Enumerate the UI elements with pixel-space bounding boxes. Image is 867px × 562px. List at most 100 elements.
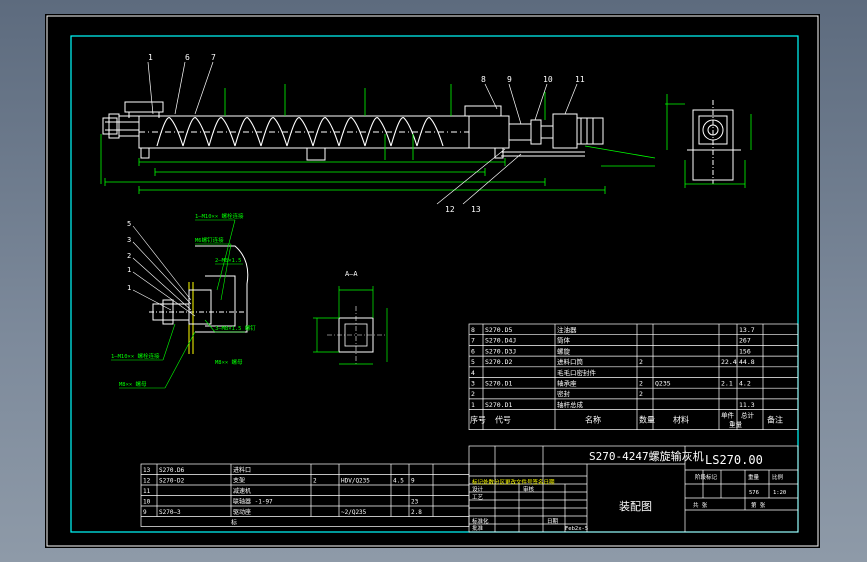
bom-cell: S270.D1 — [485, 380, 512, 388]
right-inlet — [464, 105, 502, 117]
bom-cell: 3 — [471, 380, 475, 388]
coupling — [530, 119, 542, 145]
label-part-8: 8 — [481, 75, 486, 84]
tb-date-value: Feb2x-5 — [565, 526, 588, 532]
bom-cell: S270.D4J — [485, 337, 516, 345]
bom-cell: 5 — [471, 358, 475, 366]
left-bearing — [118, 115, 140, 137]
label-part-12: 12 — [445, 205, 455, 214]
bom2-cell: 13 — [143, 467, 151, 474]
bom-cell: 156 — [739, 347, 751, 355]
bom2-cell: 进料口 — [233, 466, 251, 474]
inner-frame — [70, 35, 799, 533]
label-part-7: 7 — [211, 53, 216, 62]
reducer — [552, 113, 578, 149]
bom2-cell: ~2/Q235 — [341, 509, 367, 516]
end-view-dims — [665, 94, 752, 188]
svg-text:3: 3 — [127, 236, 131, 244]
bom-header-w1: 单件 — [721, 411, 735, 420]
svg-text:5: 5 — [127, 220, 131, 228]
tb-weight: 576 — [749, 490, 759, 496]
bom-cell: 13.7 — [739, 326, 755, 334]
bom-cell: 6 — [471, 347, 475, 355]
svg-text:2: 2 — [127, 252, 131, 260]
left-support — [140, 147, 150, 159]
bom-cell: 密封 — [557, 389, 571, 398]
main-dimensions — [100, 84, 656, 194]
bom2-cell: 减速机 — [233, 487, 251, 495]
svg-text:M8×× 螺母: M8×× 螺母 — [119, 380, 147, 388]
bom-cell: 44.8 — [739, 358, 755, 366]
bom2-cell: 9 — [143, 509, 147, 516]
drawing-sheet: 1 6 7 8 9 10 11 12 13 — [45, 14, 820, 548]
bom-header-name: 名称 — [585, 415, 601, 425]
label-part-1: 1 — [148, 53, 153, 62]
bom-cell: S270.D2 — [485, 358, 512, 366]
main-part-labels: 1 6 7 8 9 10 11 12 13 — [148, 53, 585, 214]
bom2-cell: S270-D2 — [159, 478, 185, 485]
tb-drawing-no: LS270.00 — [705, 453, 763, 467]
bom2-cell: 9 — [411, 478, 415, 485]
bom2-cell: HDV/Q235 — [341, 478, 370, 485]
tb-standard: 标准化 — [472, 517, 489, 525]
bom-cell: 轴杆总成 — [557, 400, 584, 409]
tb-subtitle: 装配图 — [619, 500, 652, 513]
bom2-cell: 支架 — [233, 477, 245, 485]
bom-cell: 8 — [471, 326, 475, 334]
bom-cell: 注油器 — [557, 325, 577, 334]
bom-cell: 11.3 — [739, 401, 755, 409]
bom-cell: S270.D1 — [485, 401, 512, 409]
main-assembly-view — [102, 101, 604, 161]
bom-cell: 进料口筒 — [557, 357, 584, 366]
svg-text:3—M8×1.5 螺钉: 3—M8×1.5 螺钉 — [215, 324, 256, 332]
outlet — [306, 147, 326, 161]
bom-cell: 1 — [471, 401, 475, 409]
svg-text:1—M10×× 螺栓连接: 1—M10×× 螺栓连接 — [195, 212, 244, 220]
label-part-10: 10 — [543, 75, 553, 84]
outer-border — [46, 15, 819, 547]
detail-note-leaders — [111, 219, 245, 389]
tb-design: 设计 — [472, 485, 484, 493]
tb-sheet: 共 张 — [693, 501, 708, 509]
svg-text:1—M10×× 螺栓连接: 1—M10×× 螺栓连接 — [111, 352, 160, 360]
right-support — [494, 147, 504, 159]
bom-cell: 2.1 — [721, 380, 733, 388]
drive-seat — [508, 123, 532, 141]
bom-header-wt: 重量 — [729, 421, 743, 429]
bom-cell: 毛毛口密封件 — [557, 368, 597, 377]
bom-header-qty: 数量 — [639, 415, 655, 425]
bom2-cell: 23 — [411, 499, 419, 506]
bom-cell: 22.4 — [721, 358, 737, 366]
bom-cell: S270.D3J — [485, 347, 516, 355]
detail-housing — [195, 245, 249, 333]
screw-flights — [156, 117, 444, 147]
tb-scale-label: 比例 — [772, 473, 784, 481]
cad-drawing: 1 6 7 8 9 10 11 12 13 — [46, 15, 819, 547]
bom-cell: 2 — [639, 380, 643, 388]
bom-cell: 2 — [471, 390, 475, 398]
bom2-cell: 联轴器 -1-97 — [233, 498, 273, 506]
svg-text:M6螺钉连接: M6螺钉连接 — [195, 236, 224, 244]
tb-scale: 1:20 — [773, 490, 786, 496]
section-aa: A—A — [313, 270, 388, 365]
bom-header-no: 序号 — [470, 415, 486, 425]
detail-leaders — [132, 225, 196, 317]
bom-cell: 轴承座 — [557, 379, 577, 388]
tb-process: 工艺 — [472, 494, 484, 501]
tb-stage-label: 阶段标记 — [695, 473, 718, 481]
bom-cell: 2 — [639, 390, 643, 398]
bom-cell: 螺旋 — [557, 346, 571, 355]
motor — [576, 117, 604, 145]
bom-header-w2: 总计 — [741, 411, 755, 420]
bom2-cell: 10 — [143, 499, 151, 506]
main-leaders — [147, 61, 578, 205]
bom-cell: 4 — [471, 369, 475, 377]
detail-part-labels: 53 21 1 — [127, 220, 131, 292]
tb-weight-label: 重量 — [748, 473, 760, 481]
svg-text:1: 1 — [127, 284, 131, 292]
bom2-cell: 4.5 — [393, 478, 404, 485]
bom-cell: 2 — [639, 358, 643, 366]
tb-page: 第 张 — [751, 501, 766, 509]
